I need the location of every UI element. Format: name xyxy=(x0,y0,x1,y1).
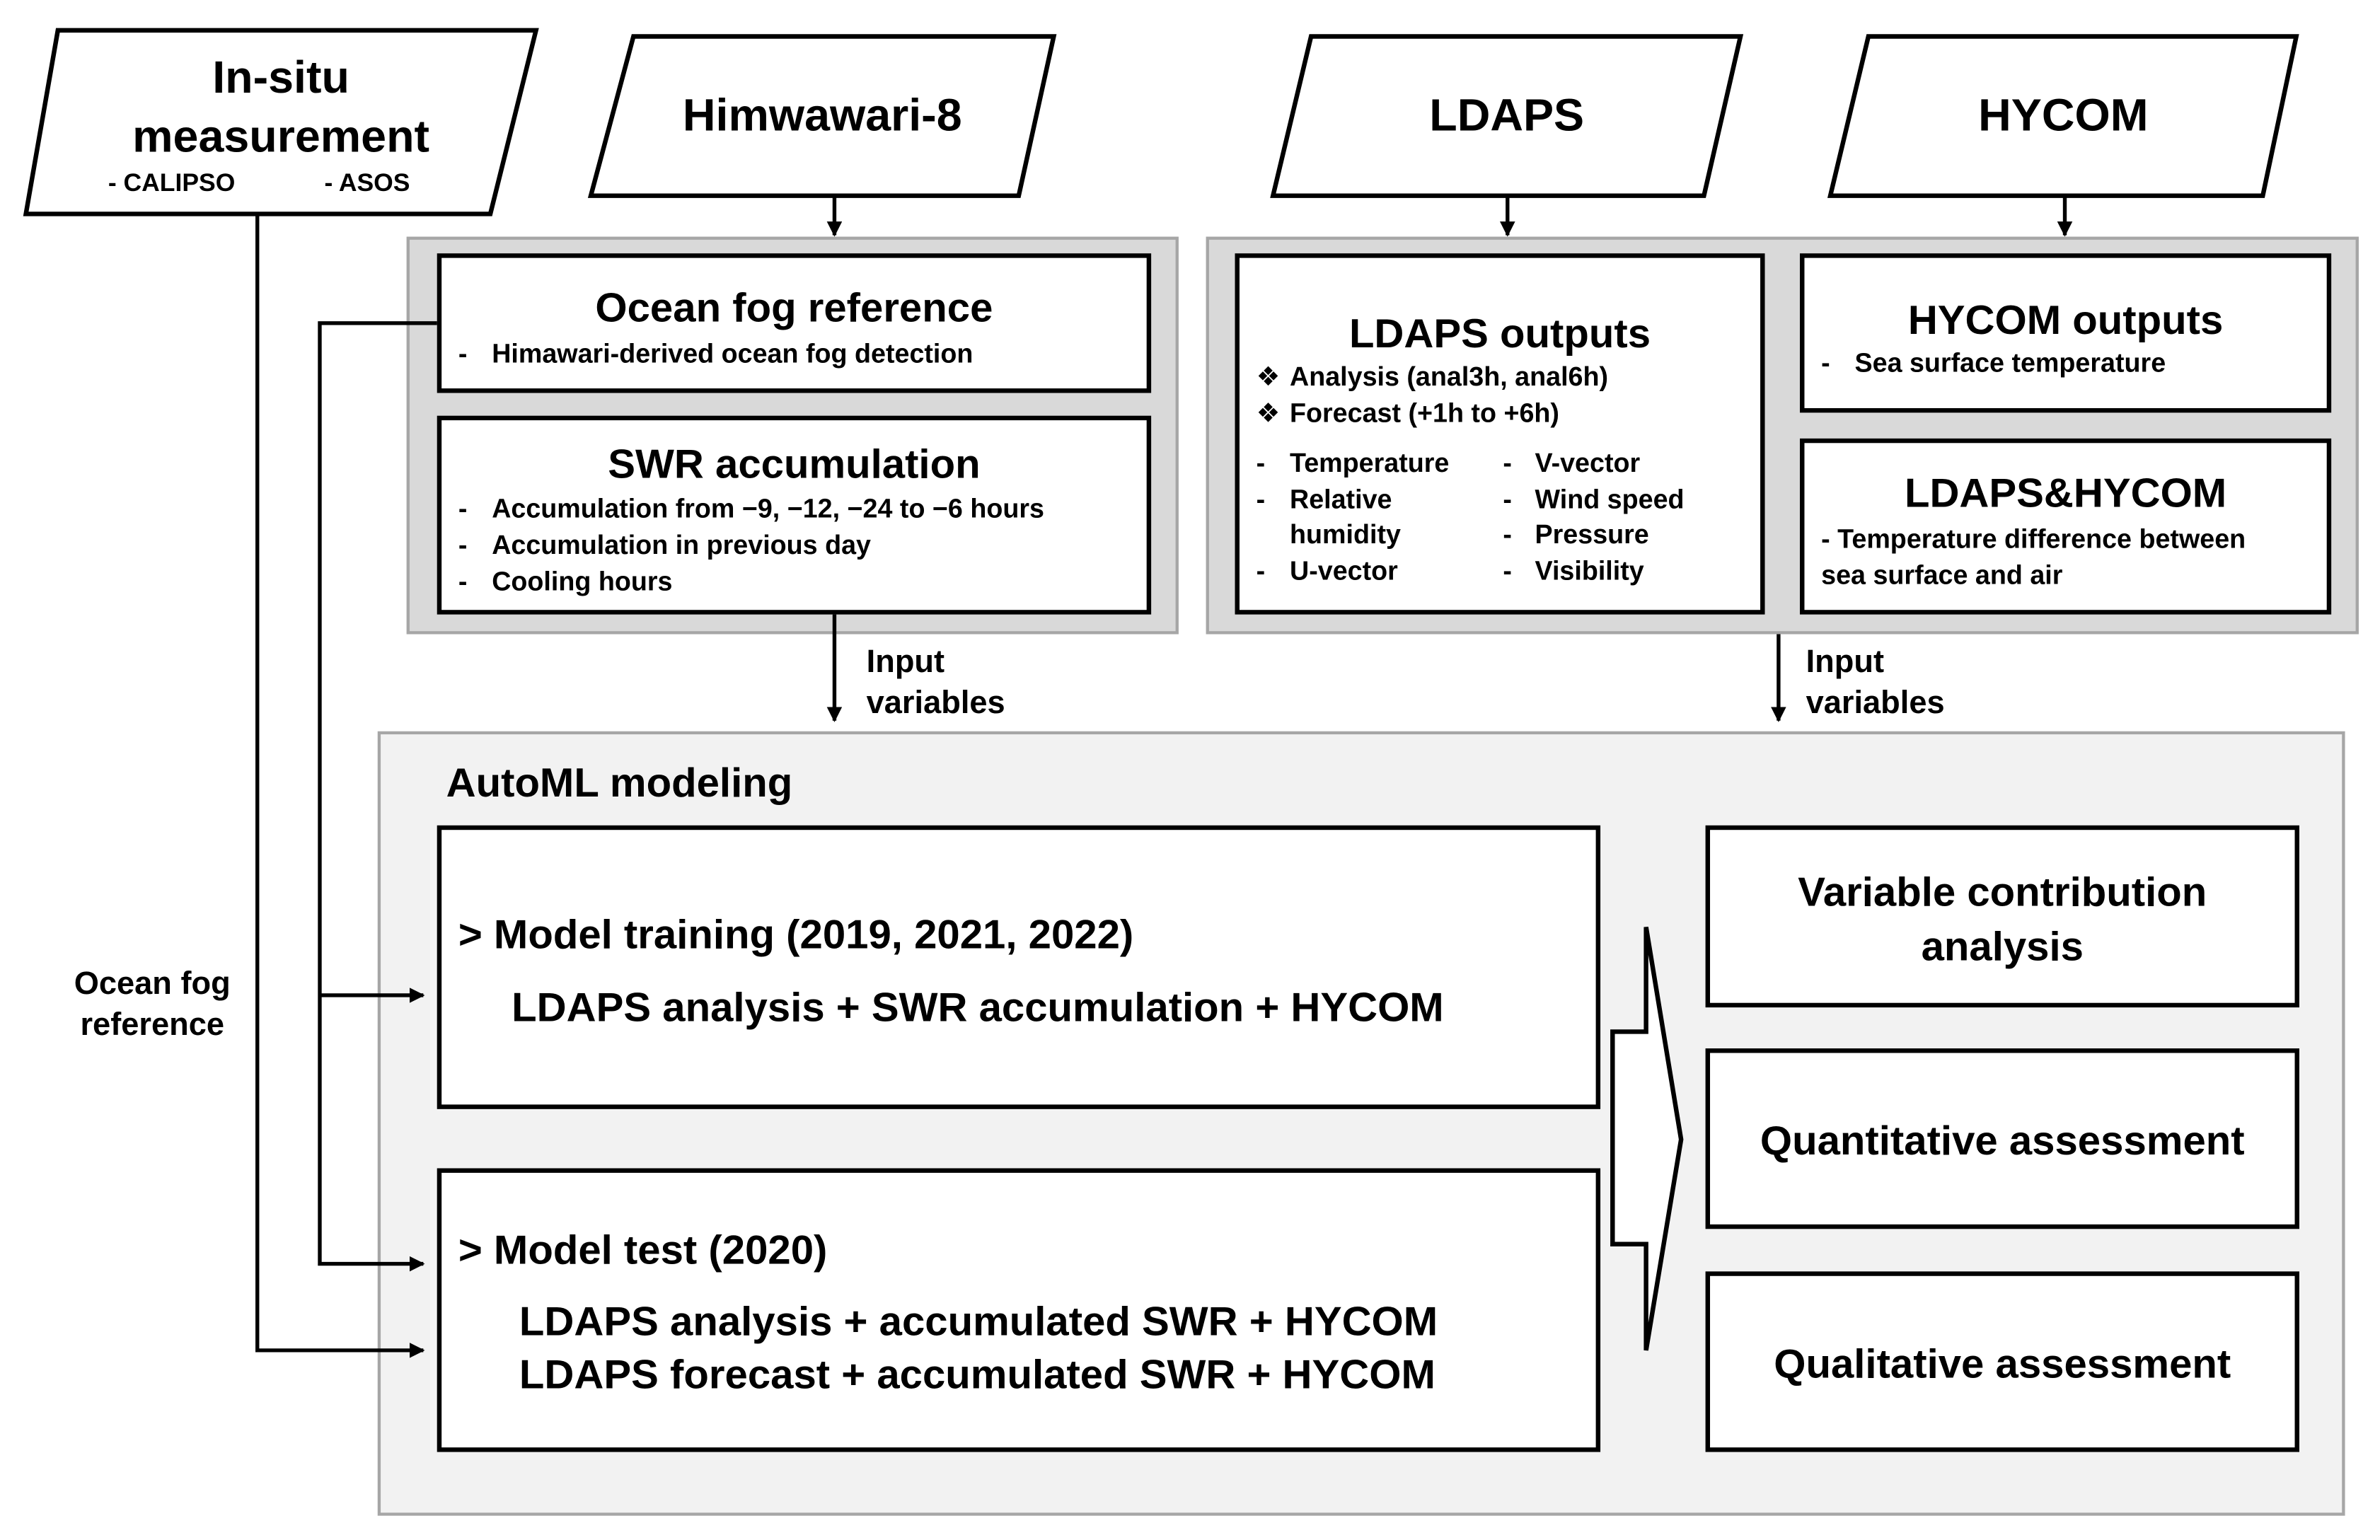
ldaps-hycom-line-2: sea surface and air xyxy=(1821,560,2063,591)
ldaps-var-dash-r2: - xyxy=(1503,484,1512,515)
ldaps-var-u-vector: U-vector xyxy=(1289,555,1398,586)
swr-item-3: Cooling hours xyxy=(492,566,673,596)
model-training-heading: > Model training (2019, 2021, 2022) xyxy=(458,912,1134,958)
swr-accumulation-box: SWR accumulation - Accumulation from −9,… xyxy=(437,415,1152,615)
swr-item-1: Accumulation from −9, −12, −24 to −6 hou… xyxy=(492,493,1044,523)
model-test-heading: > Model test (2020) xyxy=(458,1227,828,1273)
swr-accumulation-title: SWR accumulation xyxy=(608,441,981,487)
ldaps-var-dash-r3: - xyxy=(1503,519,1512,550)
qualitative-assessment-box: Qualitative assessment xyxy=(1705,1271,2299,1452)
hycom-outputs-box: HYCOM outputs - Sea surface temperature xyxy=(1800,253,2332,413)
ldaps-var-dash-l2: - xyxy=(1256,484,1266,515)
himawari-title: Himwawari-8 xyxy=(682,91,962,141)
ldaps-var-dash-l1: - xyxy=(1256,447,1266,478)
insitu-title-line-2: measurement xyxy=(132,112,430,163)
ldaps-hycom-box: LDAPS&HYCOM - Temperature difference bet… xyxy=(1800,438,2332,615)
hycom-title: HYCOM xyxy=(1978,91,2149,141)
ldaps-title: LDAPS xyxy=(1429,91,1585,141)
ldaps-var-pressure: Pressure xyxy=(1535,519,1649,550)
himawari-parallelogram xyxy=(587,34,1057,198)
ldaps-bullet-analysis: Analysis (anal3h, anal6h) xyxy=(1289,361,1609,392)
quantitative-assessment-label: Quantitative assessment xyxy=(1760,1118,2245,1164)
model-test-line-1: LDAPS analysis + accumulated SWR + HYCOM xyxy=(519,1298,1438,1345)
insitu-connector xyxy=(255,214,425,1358)
hycom-parallelogram xyxy=(1827,34,2299,198)
insitu-item-asos: - ASOS xyxy=(324,170,410,197)
ocean-fog-reference-label-line-2: reference xyxy=(80,1007,224,1043)
ldaps-var-dash-r1: - xyxy=(1503,447,1512,478)
ldaps-bullet-forecast: Forecast (+1h to +6h) xyxy=(1289,397,1559,428)
ldaps-var-humidity: humidity xyxy=(1289,519,1401,550)
ldaps-bullet-symbol-1: ❖ xyxy=(1256,361,1281,392)
ldaps-parallelogram xyxy=(1270,34,1744,198)
quantitative-assessment-box: Quantitative assessment xyxy=(1705,1048,2299,1229)
ocean-fog-reference-label-line-1: Ocean fog xyxy=(74,966,231,1002)
insitu-title-line-1: In-situ xyxy=(212,53,350,103)
variable-contribution-line-2: analysis xyxy=(1921,924,2084,970)
ldaps-hycom-title: LDAPS&HYCOM xyxy=(1904,470,2227,516)
hycom-item-dash: - xyxy=(1821,347,1830,378)
insitu-parallelogram xyxy=(23,28,539,216)
ocean-fog-reference-item-dash: - xyxy=(458,338,468,369)
ocean-fog-ref-connector xyxy=(318,321,437,1272)
swr-item-dash-2: - xyxy=(458,529,468,560)
ldaps-outputs-title: LDAPS outputs xyxy=(1348,311,1651,357)
ldaps-hycom-line-1: - Temperature difference between xyxy=(1821,523,2246,554)
input-variables-right-line-1: Input xyxy=(1806,644,1885,680)
ldaps-var-wind-speed: Wind speed xyxy=(1535,484,1685,515)
input-variables-left-line-1: Input xyxy=(866,644,945,680)
ldaps-var-dash-l4: - xyxy=(1256,555,1266,586)
ldaps-var-v-vector: V-vector xyxy=(1535,447,1641,478)
input-variables-left-line-2: variables xyxy=(866,685,1005,721)
insitu-item-calipso: - CALIPSO xyxy=(108,170,236,197)
big-right-arrow xyxy=(1610,926,1684,1351)
hycom-outputs-title: HYCOM outputs xyxy=(1907,297,2224,343)
input-variables-right-line-2: variables xyxy=(1806,685,1945,721)
model-training-box: > Model training (2019, 2021, 2022) LDAP… xyxy=(437,825,1601,1109)
swr-item-dash-1: - xyxy=(458,493,468,523)
model-test-line-2: LDAPS forecast + accumulated SWR + HYCOM xyxy=(519,1352,1435,1398)
ocean-fog-reference-item: Himawari-derived ocean fog detection xyxy=(492,338,974,369)
swr-item-dash-3: - xyxy=(458,566,468,596)
swr-item-2: Accumulation in previous day xyxy=(492,529,872,560)
ocean-fog-reference-box: Ocean fog reference - Himawari-derived o… xyxy=(437,253,1152,393)
ldaps-var-temperature: Temperature xyxy=(1289,447,1450,478)
automl-title: AutoML modeling xyxy=(446,760,793,806)
model-test-box: > Model test (2020) LDAPS analysis + acc… xyxy=(437,1168,1601,1452)
ldaps-var-visibility: Visibility xyxy=(1535,555,1644,586)
variable-contribution-line-1: Variable contribution xyxy=(1798,869,2207,915)
ocean-fog-reference-title: Ocean fog reference xyxy=(595,285,993,331)
qualitative-assessment-label: Qualitative assessment xyxy=(1774,1341,2231,1387)
ldaps-bullet-symbol-2: ❖ xyxy=(1256,397,1281,428)
ldaps-outputs-box: LDAPS outputs ❖ Analysis (anal3h, anal6h… xyxy=(1235,253,1765,615)
ldaps-var-relative: Relative xyxy=(1289,484,1392,515)
hycom-item-sst: Sea surface temperature xyxy=(1854,347,2166,378)
variable-contribution-box: Variable contribution analysis xyxy=(1705,825,2299,1008)
ldaps-var-dash-r4: - xyxy=(1503,555,1512,586)
model-training-line: LDAPS analysis + SWR accumulation + HYCO… xyxy=(512,984,1444,1031)
